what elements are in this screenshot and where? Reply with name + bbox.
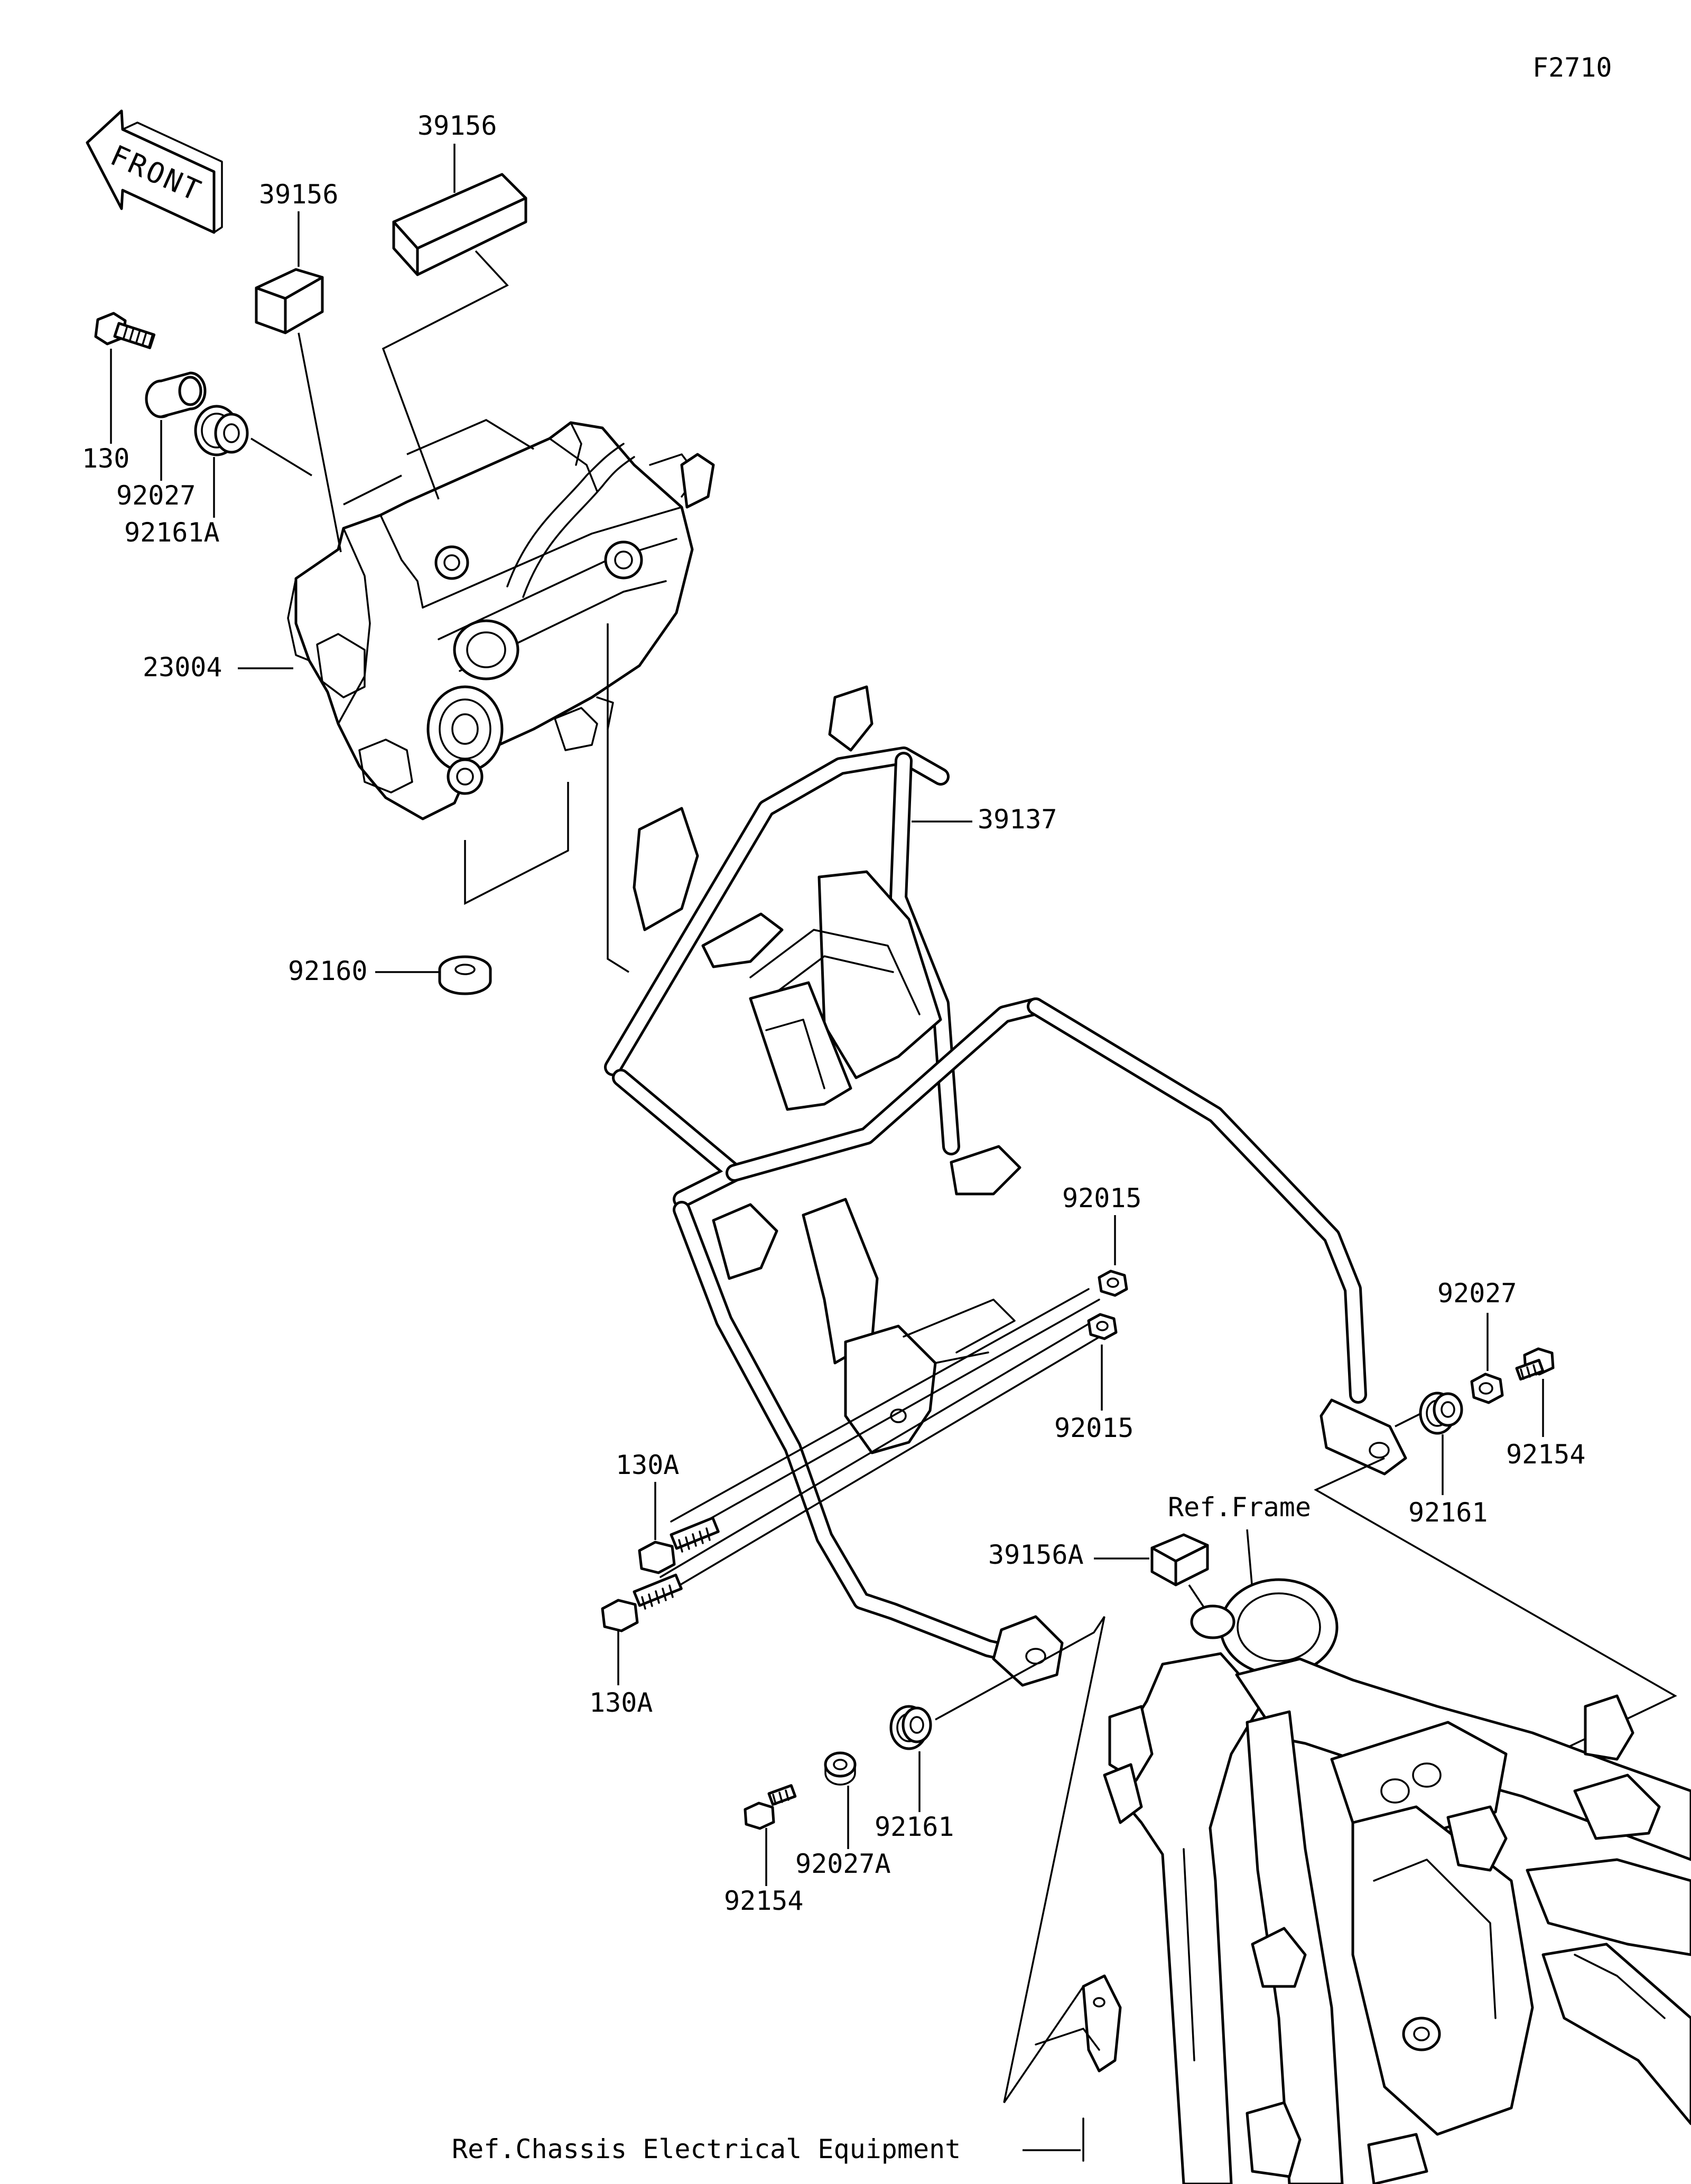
bolt-130 — [94, 312, 156, 349]
label-23004: 23004 — [143, 652, 222, 683]
label-92015-upper: 92015 — [1062, 1183, 1142, 1214]
label-92015-lower: 92015 — [1054, 1413, 1134, 1443]
label-92027-right: 92027 — [1437, 1278, 1517, 1309]
front-arrow: FRONT — [86, 109, 223, 234]
label-92161-right: 92161 — [1408, 1497, 1488, 1528]
bolt-92154-lower — [744, 1784, 797, 1830]
label-92160: 92160 — [288, 956, 368, 986]
label-92154-right: 92154 — [1506, 1439, 1586, 1470]
grommet-92161-lower — [889, 1705, 932, 1750]
label-39137: 39137 — [978, 804, 1057, 835]
label-92027A: 92027A — [795, 1849, 891, 1879]
pad-39156-left — [255, 268, 324, 334]
pipe-bolts — [659, 1288, 1105, 1591]
bolt-130A-lower — [601, 1573, 683, 1632]
collar-92027-left — [145, 371, 207, 418]
grommet-92161A — [194, 405, 249, 456]
label-39156A: 39156A — [988, 1539, 1084, 1570]
collar-92027A — [824, 1751, 857, 1786]
nut-92015-lower — [1087, 1313, 1118, 1340]
pad-39156A — [1150, 1533, 1209, 1586]
label-92027-left: 92027 — [116, 480, 196, 511]
grommet-92160 — [438, 955, 492, 995]
label-92161A: 92161A — [124, 517, 220, 548]
label-130: 130 — [82, 443, 129, 474]
label-130A-upper: 130A — [616, 1450, 679, 1480]
label-39156-top: 39156 — [417, 110, 497, 141]
label-39156-left: 39156 — [259, 179, 339, 210]
chassis-bracket — [1035, 1974, 1122, 2162]
diagram-id: F2710 — [1532, 52, 1612, 83]
label-130A-lower: 130A — [589, 1687, 653, 1718]
nut-92015-upper — [1098, 1270, 1128, 1297]
pad-39156-top — [392, 173, 527, 276]
ref-frame-label: Ref.Frame — [1168, 1492, 1311, 1523]
bolt-92154-right — [1515, 1347, 1555, 1381]
grommet-92161-right — [1419, 1392, 1463, 1435]
headlight-assembly — [287, 421, 715, 820]
collar-92027-right — [1470, 1373, 1504, 1404]
bolt-130A-upper — [638, 1516, 720, 1574]
ref-chassis-label: Ref.Chassis Electrical Equipment — [452, 2134, 961, 2164]
main-frame — [1103, 1578, 1691, 2184]
label-92154-lower: 92154 — [724, 1886, 804, 1916]
headlight-bracket-39137 — [604, 685, 1407, 1687]
label-92161-lower: 92161 — [875, 1812, 954, 1842]
